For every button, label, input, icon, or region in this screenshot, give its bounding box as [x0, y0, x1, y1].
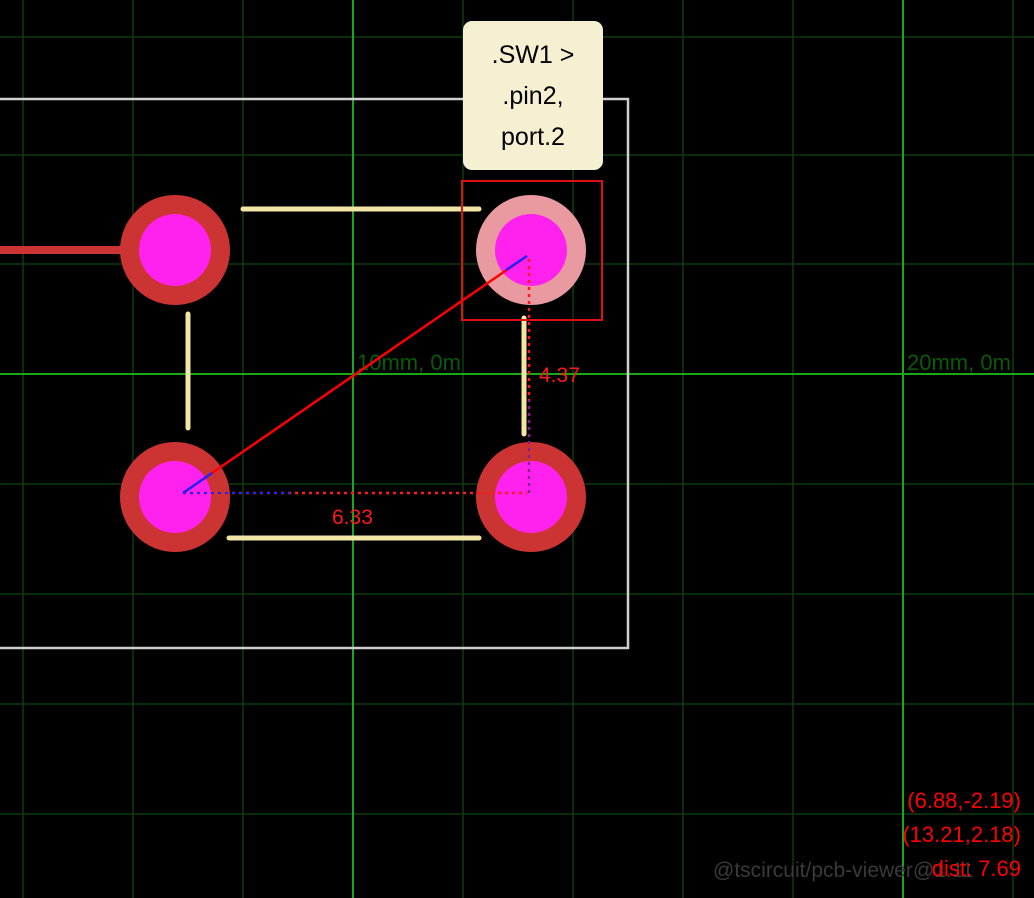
- pad-top-right-highlighted[interactable]: [476, 195, 586, 305]
- measure-distance-line: [182, 254, 528, 495]
- silkscreen: [185, 206, 527, 541]
- pad-bottom-left[interactable]: [120, 442, 230, 552]
- tooltip-line-1: .SW1 >: [491, 41, 575, 69]
- measure-distance-start: [182, 471, 213, 495]
- measure-end-coord: (13.21,2.18): [902, 822, 1021, 847]
- measure-distance: dist: 7.69: [931, 856, 1021, 881]
- measure-distance-end: [505, 254, 528, 272]
- pad-bottom-right[interactable]: [476, 442, 586, 552]
- measure-dx-label: 6.33: [332, 506, 373, 529]
- pad-tooltip: .SW1 > .pin2, port.2: [463, 21, 603, 170]
- measurement-readout: (6.88,-2.19) (13.21,2.18) dist: 7.69: [902, 784, 1021, 886]
- measure-start-coord: (6.88,-2.19): [907, 788, 1021, 813]
- tooltip-line-2: .pin2,: [502, 82, 564, 110]
- grid-label-20mm: 20mm, 0m: [907, 350, 1011, 375]
- viewer-version-watermark: @tscircuit/pcb-viewer@1.11: [713, 859, 974, 882]
- board-outline: [0, 97, 630, 650]
- measure-dy-label: 4.37: [539, 364, 580, 387]
- tooltip-line-3: port.2: [501, 123, 565, 151]
- hover-selection-box: [461, 180, 603, 321]
- pad-top-left[interactable]: [120, 195, 230, 305]
- measurement-overlay: 6.33 4.37: [182, 254, 580, 529]
